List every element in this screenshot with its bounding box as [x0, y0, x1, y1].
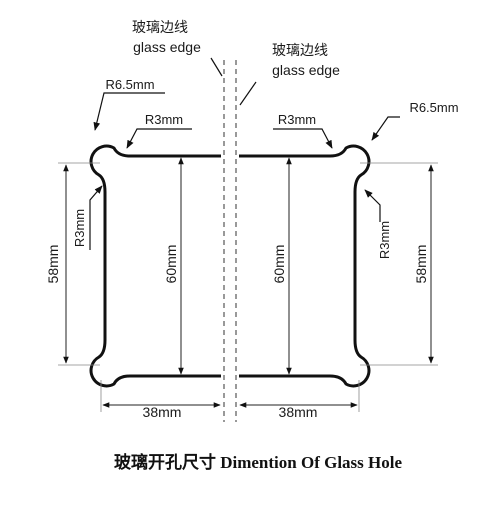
label-60mm-left: 60mm	[163, 245, 179, 284]
label-r3-side-right: R3mm	[377, 221, 392, 259]
right-hole-outline	[239, 144, 371, 388]
diagram-caption: 玻璃开孔尺寸 Dimention Of Glass Hole	[114, 452, 403, 472]
left-hole-outline	[89, 144, 221, 388]
glass-edge-left-en: glass edge	[133, 39, 201, 55]
r3-top-right-leader	[273, 128, 333, 149]
r65-right-leader	[371, 116, 400, 141]
r3-top-left-leader	[126, 128, 192, 149]
r3-side-left-leader	[89, 185, 103, 250]
glass-edge-left-leader	[210, 57, 223, 77]
label-58mm-left: 58mm	[45, 245, 61, 284]
label-r65-right: R6.5mm	[409, 100, 458, 115]
glass-edge-right-cn: 玻璃边线	[272, 42, 328, 58]
label-r3-top-right: R3mm	[278, 112, 316, 127]
label-r3-side-left: R3mm	[72, 209, 87, 247]
glass-edge-right-en: glass edge	[272, 62, 340, 78]
r3-side-right-leader	[364, 189, 381, 222]
label-38mm-right: 38mm	[279, 404, 318, 420]
label-r65-left: R6.5mm	[105, 77, 154, 92]
glass-edge-left-cn: 玻璃边线	[132, 19, 188, 35]
label-58mm-right: 58mm	[413, 245, 429, 284]
label-38mm-left: 38mm	[143, 404, 182, 420]
r65-left-leader	[93, 92, 165, 131]
label-r3-top-left: R3mm	[145, 112, 183, 127]
label-60mm-right: 60mm	[271, 245, 287, 284]
glass-edge-right-leader	[239, 81, 257, 106]
